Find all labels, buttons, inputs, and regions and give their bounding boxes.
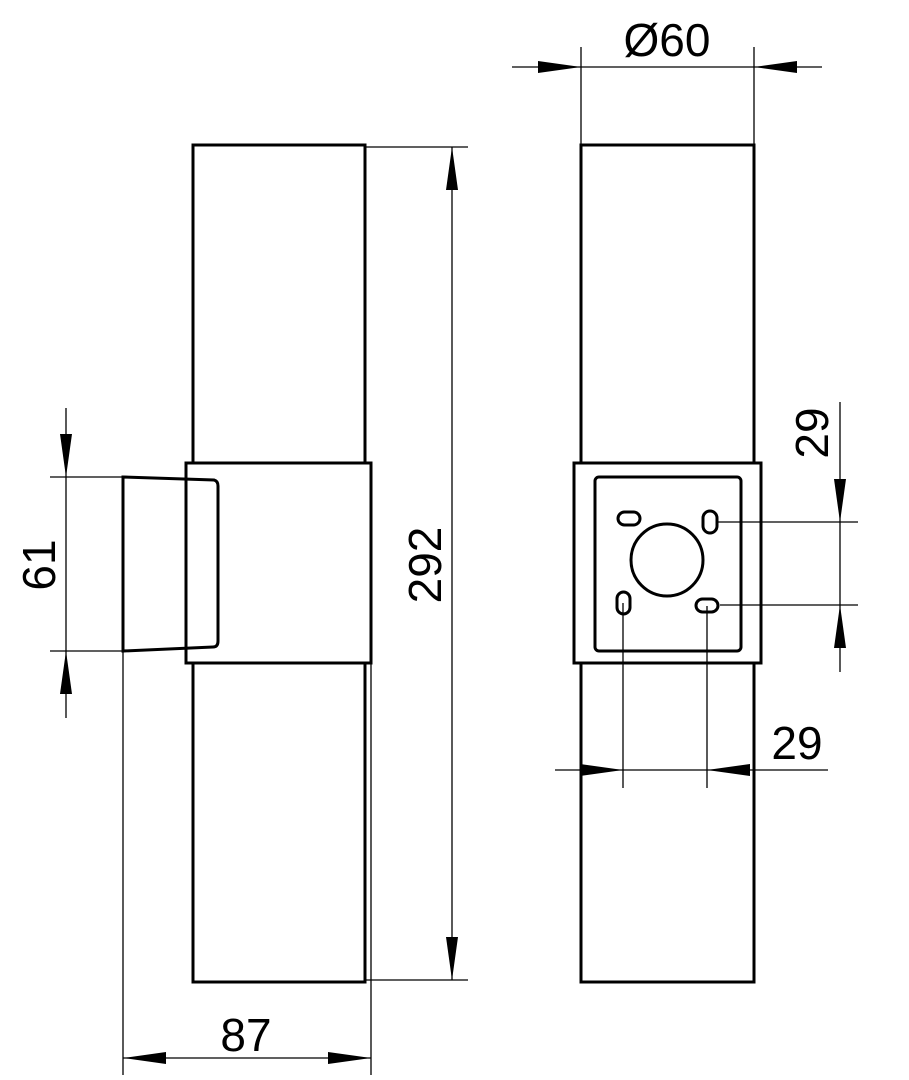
dimension-depth: 87 — [122, 651, 372, 1075]
depth-label: 87 — [220, 1009, 271, 1061]
dimension-diameter: Ø60 — [512, 14, 822, 145]
dimension-height: 292 — [365, 146, 468, 981]
dimension-hole-vertical: 29 — [716, 402, 858, 672]
side-view: 292 61 87 — [13, 143, 468, 1075]
hole-horizontal-spacing-label: 29 — [771, 717, 822, 769]
cable-hole — [629, 522, 705, 598]
front-view: Ø60 29 29 — [512, 14, 858, 984]
center-band — [572, 461, 763, 665]
diameter-label: Ø60 — [624, 14, 711, 66]
lower-tube — [191, 661, 367, 984]
dimension-hole-horizontal: 29 — [555, 603, 828, 788]
height-label: 292 — [399, 527, 451, 604]
dimension-bracket-height: 61 — [13, 408, 123, 718]
upper-tube — [579, 143, 756, 465]
wall-bracket — [121, 475, 220, 653]
lower-tube — [579, 661, 756, 984]
slot-top-right — [701, 509, 719, 535]
center-band — [184, 461, 373, 665]
upper-tube — [191, 143, 367, 465]
slot-top-left — [616, 510, 642, 527]
mounting-plate — [593, 475, 743, 653]
hole-vertical-spacing-label: 29 — [786, 407, 838, 458]
bracket-height-label: 61 — [13, 539, 65, 590]
